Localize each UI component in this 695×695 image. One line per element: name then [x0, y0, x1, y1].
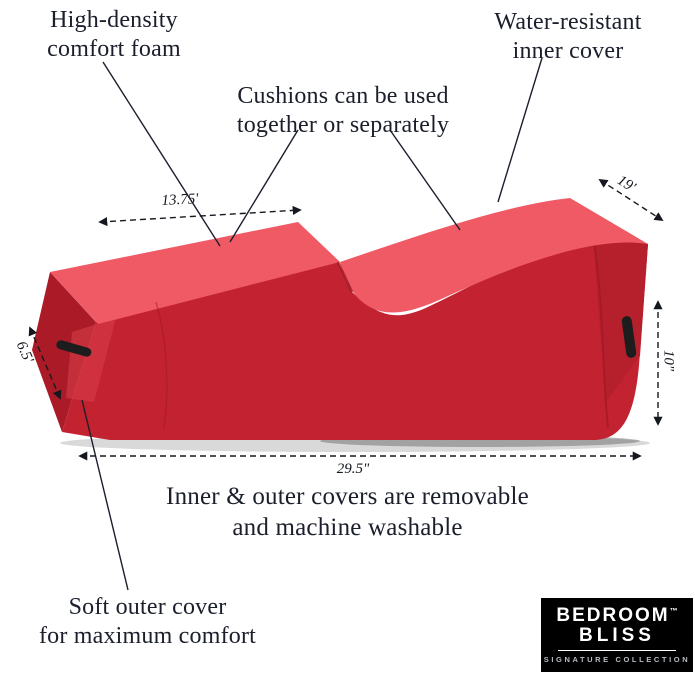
dimension-total-length: 29.5"	[336, 461, 370, 477]
wedge-pocket-flap	[66, 318, 116, 402]
dim-line-wedge-top	[98, 205, 302, 227]
lounger-cushion-front	[62, 228, 648, 440]
wedge-front-seam	[155, 301, 168, 429]
logo-collection-text: SIGNATURE COLLECTION	[543, 655, 691, 665]
pointer-soft-cover	[81, 399, 129, 591]
lounger-cushion-top	[340, 198, 648, 313]
logo-divider	[558, 650, 676, 652]
lounger-end-seam	[591, 227, 609, 429]
brand-name-line1: BEDROOM™	[556, 604, 678, 626]
cushion-junction-seam	[336, 261, 354, 293]
dimension-lounger-height: 10"	[660, 349, 677, 372]
handle-strap-left	[56, 340, 92, 357]
pointer-water-resistant	[497, 57, 543, 203]
wedge-cushion-top	[50, 222, 340, 324]
callout-covers-washable: Inner & outer covers are removable and m…	[166, 483, 529, 541]
handle-strap-right	[621, 316, 637, 358]
dim-line-width	[598, 179, 664, 221]
callout-cushions-usage: Cushions can be used together or separat…	[236, 83, 450, 139]
callout-high-density-foam: High-density comfort foam	[47, 7, 181, 63]
callout-soft-outer-cover: Soft outer cover for maximum comfort	[38, 594, 257, 650]
brand-logo: BEDROOM™ BLISS SIGNATURE COLLECTION	[541, 598, 693, 672]
pointer-cushions-right	[389, 129, 461, 231]
callout-water-resistant: Water-resistant inner cover	[494, 9, 642, 65]
dimension-lines	[28, 179, 664, 461]
brand-name-line2: BLISS	[579, 624, 655, 646]
trademark-symbol: ™	[669, 606, 678, 616]
lounger-end-facet	[592, 228, 648, 402]
dim-line-wedge-side	[28, 326, 62, 400]
